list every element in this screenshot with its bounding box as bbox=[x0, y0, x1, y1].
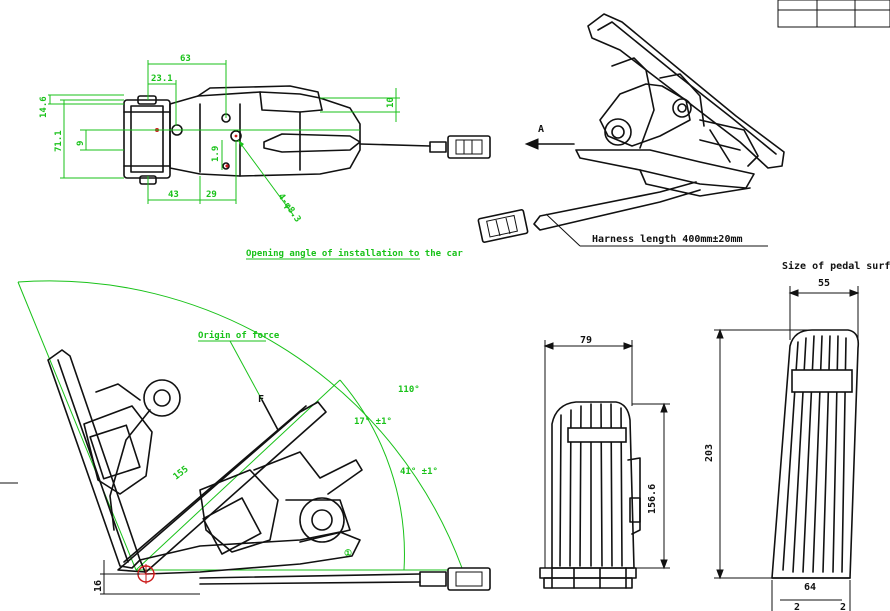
force-f-label: F bbox=[258, 394, 264, 405]
front-view: 79 156.6 bbox=[539, 335, 670, 589]
dim-1-9: 1.9 bbox=[211, 146, 221, 162]
dim-10: 10 bbox=[386, 97, 396, 108]
top-view: 63 23.1 14.6 10 71.1 9 1.9 43 29 4-φ8.3 bbox=[39, 54, 491, 224]
opening-angle-label: Opening angle of installation to the car bbox=[246, 248, 463, 259]
dim-2a-label: 2 bbox=[794, 602, 800, 611]
angle-110-label: 110° bbox=[398, 385, 420, 395]
dim-43: 43 bbox=[168, 190, 179, 200]
dim-4-phi: 4-φ8.3 bbox=[276, 192, 303, 224]
angle-17-label: 17° ±1° bbox=[354, 417, 392, 427]
dim-16-label: 16 bbox=[93, 580, 104, 592]
title-block bbox=[777, 0, 890, 28]
arrow-a-label: A bbox=[538, 124, 544, 135]
dim-55-label: 55 bbox=[818, 278, 830, 289]
dim-29: 29 bbox=[206, 190, 217, 200]
harness-length-label: Harness length 400mm±20mm bbox=[592, 234, 743, 245]
pedal-surface-title: Size of pedal surface bbox=[782, 260, 890, 272]
dim-71-1: 71.1 bbox=[54, 130, 64, 152]
dim-203-label: 203 bbox=[704, 444, 715, 462]
angle-41-label: 41° ±1° bbox=[400, 467, 438, 477]
isometric-view: A Harness length 400mm±20mm bbox=[477, 13, 785, 247]
dim-14-6: 14.6 bbox=[39, 96, 49, 118]
dim-156-6-label: 156.6 bbox=[647, 484, 658, 514]
pedal-surface-view: Size of pedal surface 55 203 64 2 2 bbox=[704, 260, 890, 611]
length-155-label: 155 bbox=[172, 464, 191, 482]
dim-64-label: 64 bbox=[804, 582, 816, 593]
side-view: Opening angle of installation to the car… bbox=[17, 248, 491, 595]
dim-63: 63 bbox=[180, 54, 191, 64]
dim-2b-label: 2 bbox=[840, 602, 846, 611]
dim-23-1: 23.1 bbox=[151, 74, 173, 84]
dim-79-label: 79 bbox=[580, 335, 592, 346]
marker-1-label: ① bbox=[344, 549, 352, 559]
dim-9: 9 bbox=[76, 141, 86, 146]
origin-force-label: Origin of force bbox=[198, 330, 280, 341]
